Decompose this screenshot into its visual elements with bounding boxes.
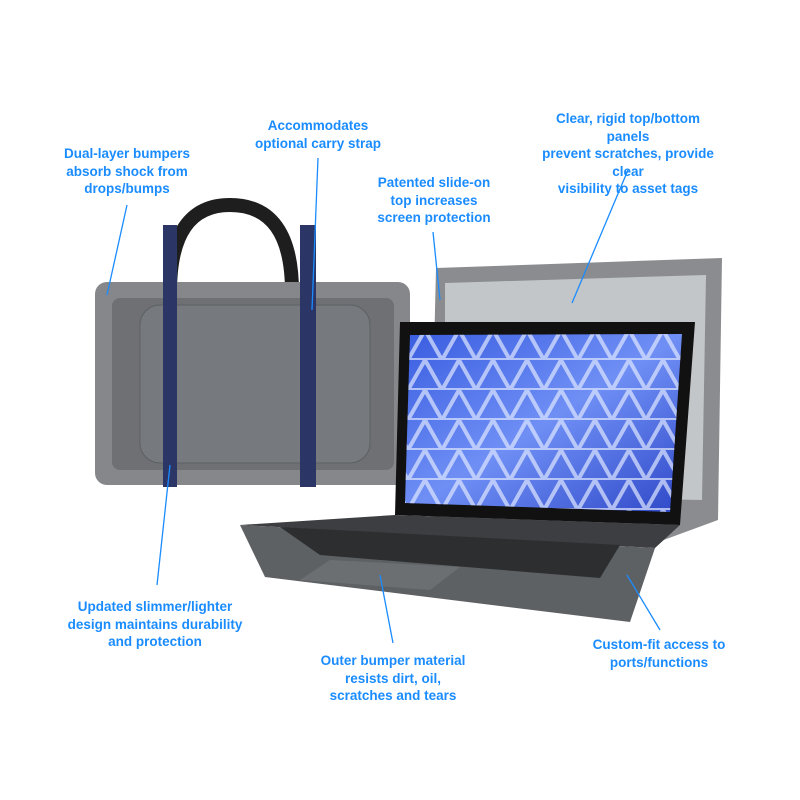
callout-dual-layer-bumpers: Dual-layer bumpers absorb shock from dro… bbox=[63, 146, 191, 196]
callout-custom-fit-ports: Custom-fit access to ports/functions bbox=[592, 637, 726, 670]
strap-left bbox=[163, 225, 177, 487]
callout-slide-on-top: Patented slide-on top increases screen p… bbox=[377, 175, 491, 225]
closed-case bbox=[95, 197, 410, 487]
leader-lines bbox=[106, 157, 661, 644]
callout-slimmer-design: Updated slimmer/lighter design maintains… bbox=[67, 599, 243, 649]
handle bbox=[163, 197, 299, 293]
strap-right bbox=[300, 225, 316, 487]
callout-clear-panels: Clear, rigid top/bottom panels prevent s… bbox=[542, 111, 714, 196]
callout-carry-strap: Accommodates optional carry strap bbox=[254, 118, 382, 151]
callout-outer-bumper: Outer bumper material resists dirt, oil,… bbox=[320, 653, 466, 703]
